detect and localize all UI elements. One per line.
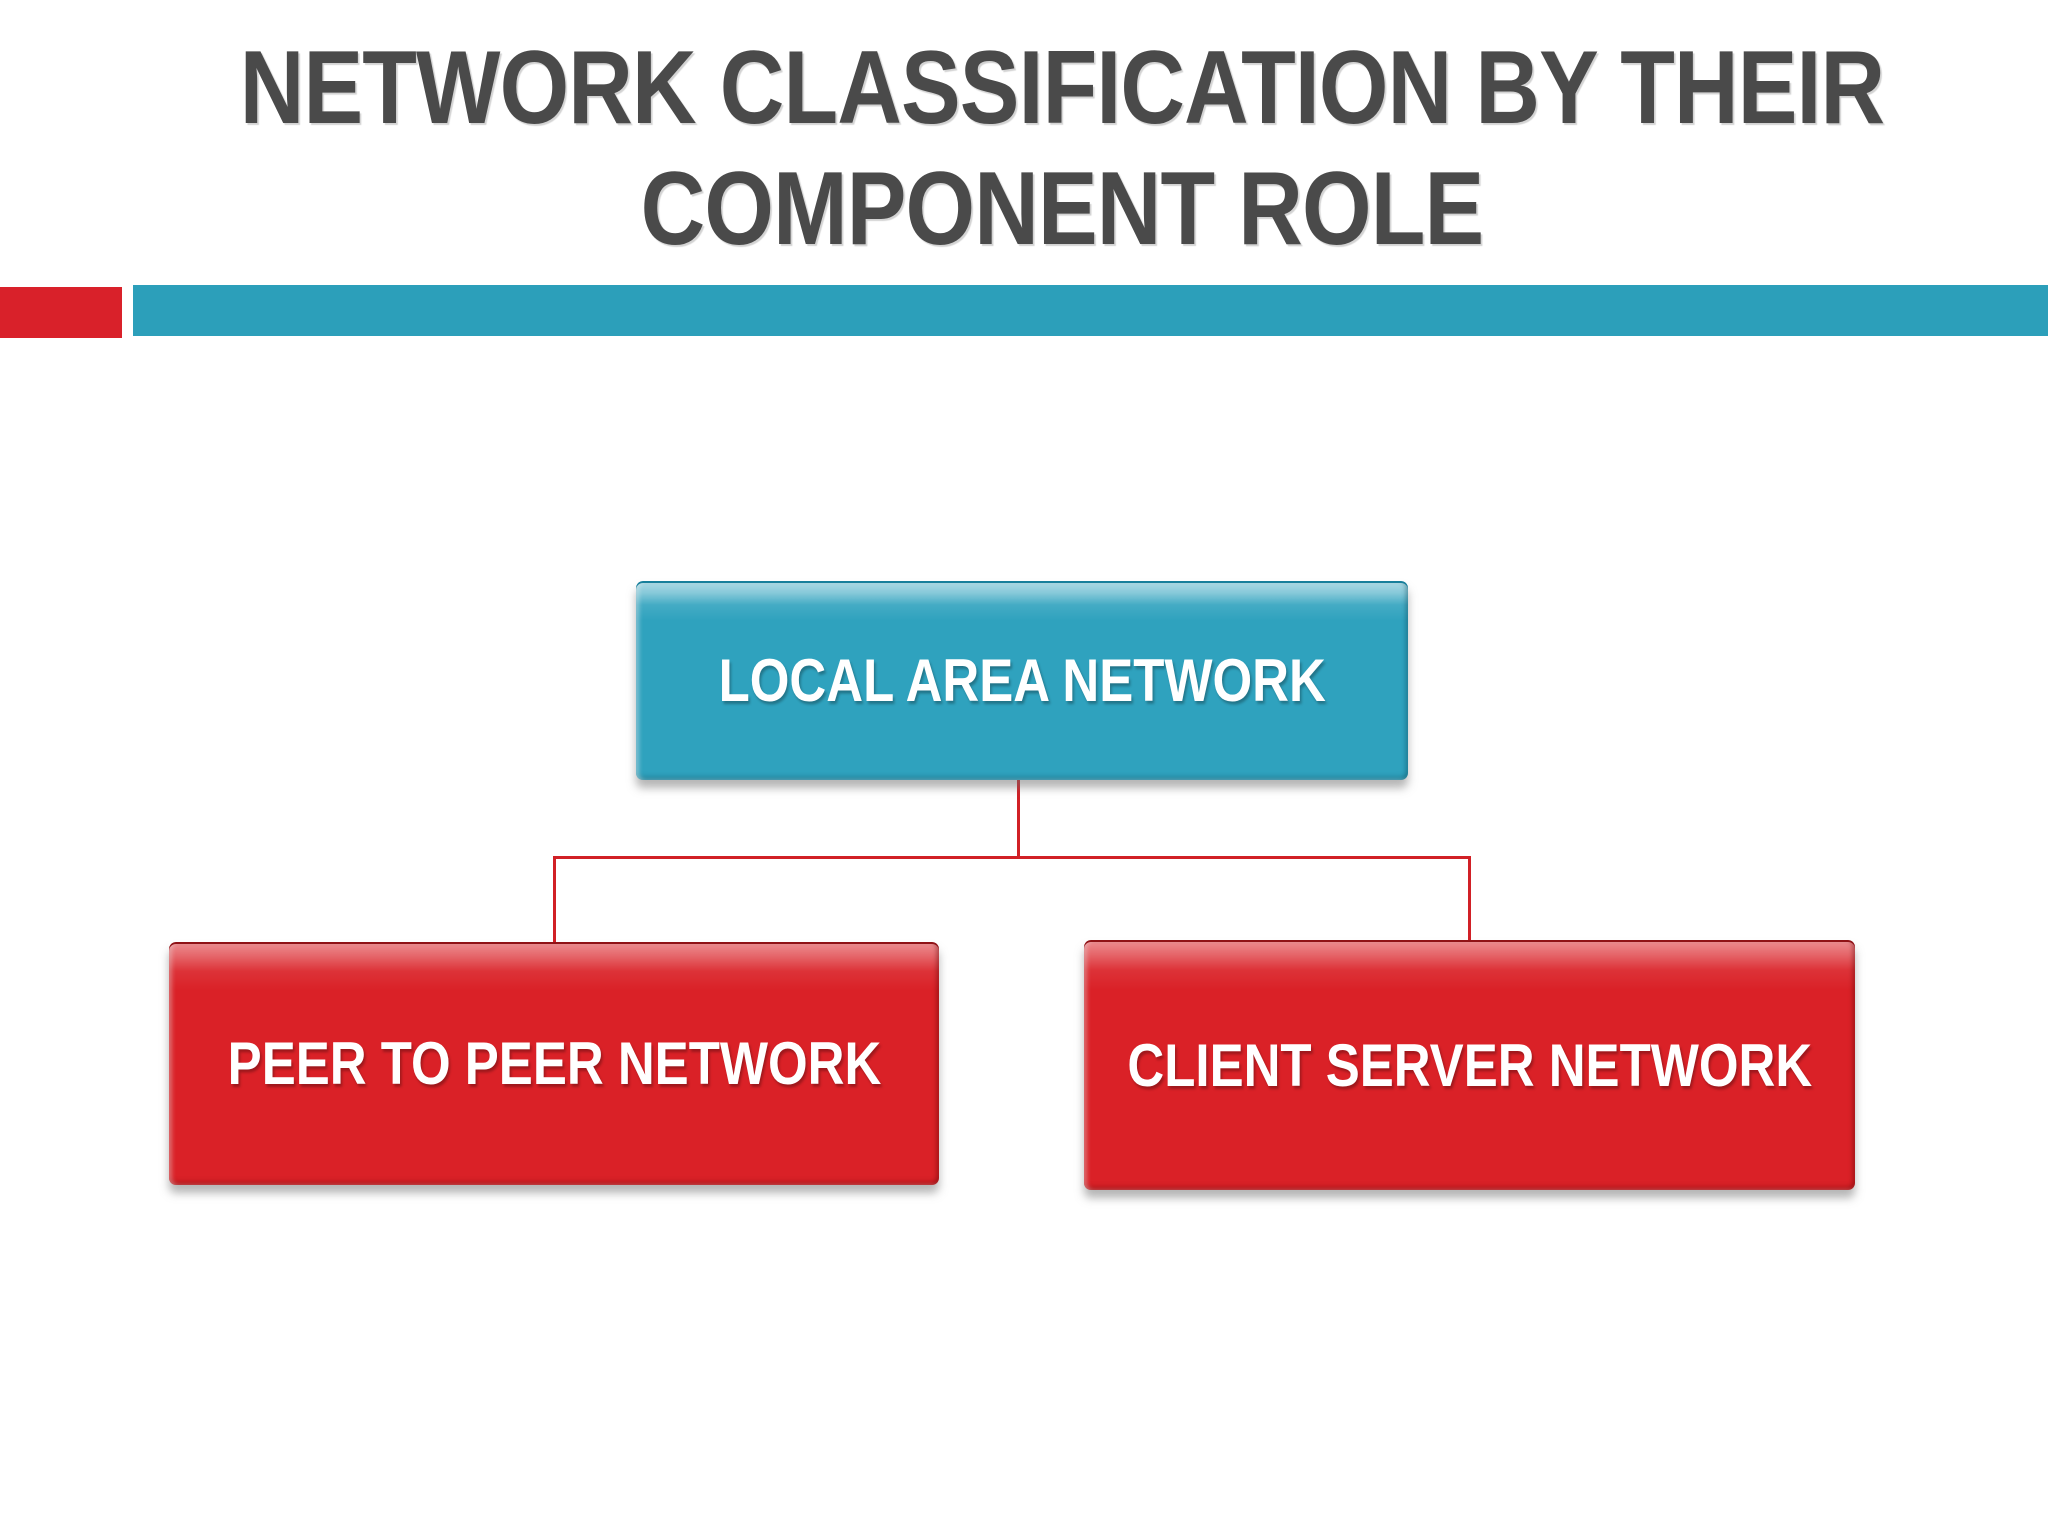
slide-title: NETWORK CLASSIFICATION BY THEIR COMPONEN…: [181, 28, 1942, 270]
connector-right-vertical: [1468, 856, 1471, 944]
connector-horizontal: [553, 856, 1471, 859]
node-client-server-network-label: CLIENT SERVER NETWORK: [1127, 1031, 1812, 1099]
node-peer-to-peer-network-label: PEER TO PEER NETWORK: [227, 1030, 881, 1097]
node-client-server-network: CLIENT SERVER NETWORK: [1084, 940, 1855, 1190]
node-local-area-network: LOCAL AREA NETWORK: [636, 581, 1408, 780]
node-local-area-network-label: LOCAL AREA NETWORK: [718, 647, 1326, 714]
connector-root-vertical: [1017, 778, 1020, 859]
slide-title-line2: COMPONENT ROLE: [640, 151, 1484, 267]
node-peer-to-peer-network: PEER TO PEER NETWORK: [169, 942, 939, 1185]
connector-left-vertical: [553, 856, 556, 946]
divider-accent-block: [0, 287, 122, 338]
divider-bar: [133, 285, 2048, 336]
slide-title-line1: NETWORK CLASSIFICATION BY THEIR: [239, 30, 1885, 146]
